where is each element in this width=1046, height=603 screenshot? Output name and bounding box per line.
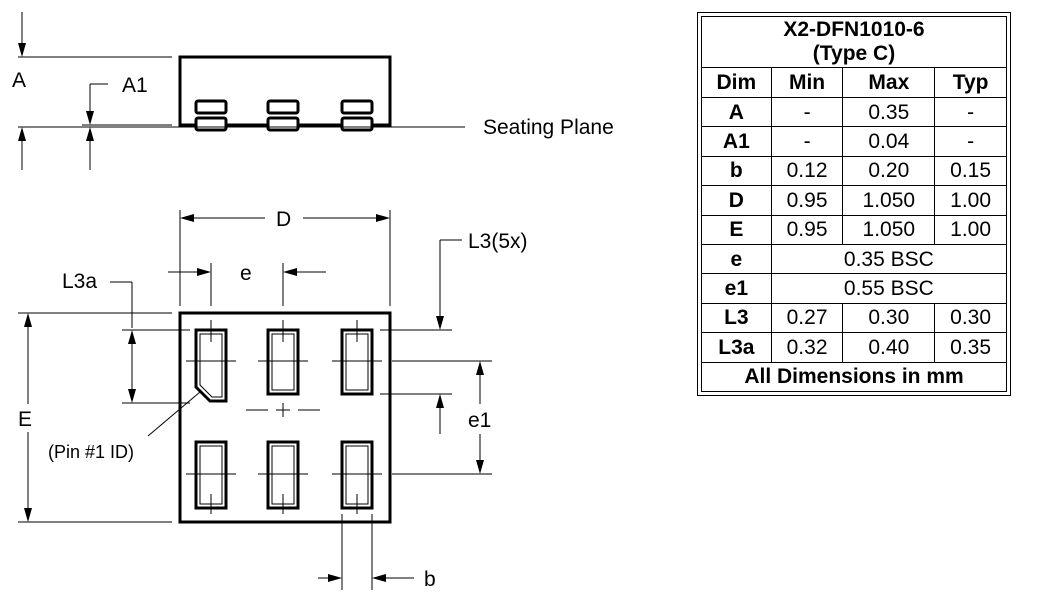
row-span-value: 0.35 BSC xyxy=(770,243,1008,275)
label-L3a: L3a xyxy=(62,270,97,293)
row-dim: E xyxy=(701,214,772,245)
row-typ: 1.00 xyxy=(934,214,1007,245)
row-min: - xyxy=(770,96,844,128)
row-max: 1.050 xyxy=(842,185,936,216)
row-dim: A xyxy=(701,96,772,128)
dimension-b xyxy=(318,514,414,590)
row-max: 0.40 xyxy=(842,332,936,363)
row-typ: - xyxy=(934,126,1007,157)
row-dim: D xyxy=(701,185,772,216)
label-pin-1-id: (Pin #1 ID) xyxy=(48,442,134,462)
table-header-row: Dim Min Max Typ xyxy=(701,67,1007,98)
pin-1-leader xyxy=(147,391,201,437)
label-A1: A1 xyxy=(122,74,148,97)
table-row: L3a 0.32 0.40 0.35 xyxy=(701,332,1007,363)
row-dim: L3 xyxy=(701,302,772,334)
label-b: b xyxy=(424,568,436,591)
label-L3: L3(5x) xyxy=(468,230,528,253)
row-dim: b xyxy=(701,155,772,187)
side-view-body xyxy=(178,55,392,127)
row-max: 0.04 xyxy=(842,126,936,157)
dimension-table-box: X2-DFN1010-6 (Type C) Dim Min Max Typ A … xyxy=(697,12,1011,396)
dimension-E xyxy=(18,312,172,523)
dimension-A xyxy=(18,12,26,170)
row-min: 0.95 xyxy=(770,214,844,245)
dimension-A1 xyxy=(86,83,108,170)
row-typ: 1.00 xyxy=(934,185,1007,216)
table-row: A1 - 0.04 - xyxy=(701,126,1007,157)
row-dim: e xyxy=(701,243,772,275)
row-typ: 0.15 xyxy=(934,155,1007,187)
label-E: E xyxy=(18,408,32,431)
row-typ: 0.35 xyxy=(934,332,1007,363)
label-e: e xyxy=(240,262,252,285)
dimension-D xyxy=(179,210,391,306)
table-row: D 0.95 1.050 1.00 xyxy=(701,185,1007,216)
label-A: A xyxy=(12,69,26,92)
row-typ: 0.30 xyxy=(934,302,1007,334)
dimension-e1 xyxy=(392,360,492,475)
header-min: Min xyxy=(770,67,844,98)
row-max: 0.35 xyxy=(842,96,936,128)
row-min: 0.12 xyxy=(770,155,844,187)
label-D: D xyxy=(276,208,291,231)
label-seating-plane: Seating Plane xyxy=(483,116,614,139)
row-span-value: 0.55 BSC xyxy=(770,273,1008,304)
table-title: X2-DFN1010-6 (Type C) xyxy=(701,15,1007,69)
table-footer: All Dimensions in mm xyxy=(701,361,1007,393)
top-view-pads xyxy=(194,328,374,510)
row-min: 0.32 xyxy=(770,332,844,363)
dimension-e xyxy=(168,263,326,306)
top-view: D e E L xyxy=(18,208,528,591)
center-lines xyxy=(186,320,382,514)
table-row: E 0.95 1.050 1.00 xyxy=(701,214,1007,245)
row-min: - xyxy=(770,126,844,157)
table-row: A - 0.35 - xyxy=(701,96,1007,128)
row-max: 1.050 xyxy=(842,214,936,245)
pin-1-pad xyxy=(194,328,228,403)
dimension-table: X2-DFN1010-6 (Type C) Dim Min Max Typ A … xyxy=(701,15,1008,393)
header-dim: Dim xyxy=(701,67,772,98)
table-title-line2: (Type C) xyxy=(812,42,896,66)
row-min: 0.27 xyxy=(770,302,844,334)
table-row: e1 0.55 BSC xyxy=(701,273,1008,304)
dimension-L3 xyxy=(380,239,462,434)
row-dim: e1 xyxy=(701,273,772,304)
row-dim: L3a xyxy=(701,332,772,363)
side-view: A A1 Seating Plane xyxy=(12,12,614,170)
table-row: b 0.12 0.20 0.15 xyxy=(701,155,1007,187)
row-max: 0.30 xyxy=(842,302,936,334)
row-dim: A1 xyxy=(701,126,772,157)
row-min: 0.95 xyxy=(770,185,844,216)
row-max: 0.20 xyxy=(842,155,936,187)
row-typ: - xyxy=(934,96,1007,128)
header-typ: Typ xyxy=(934,67,1007,98)
header-max: Max xyxy=(842,67,936,98)
top-view-body xyxy=(178,311,392,524)
dimension-L3a xyxy=(110,281,190,404)
label-e1: e1 xyxy=(468,409,491,432)
table-title-line1: X2-DFN1010-6 xyxy=(783,18,925,42)
table-row: L3 0.27 0.30 0.30 xyxy=(701,302,1007,334)
table-row: e 0.35 BSC xyxy=(701,243,1008,275)
side-view-terminals xyxy=(194,99,374,132)
